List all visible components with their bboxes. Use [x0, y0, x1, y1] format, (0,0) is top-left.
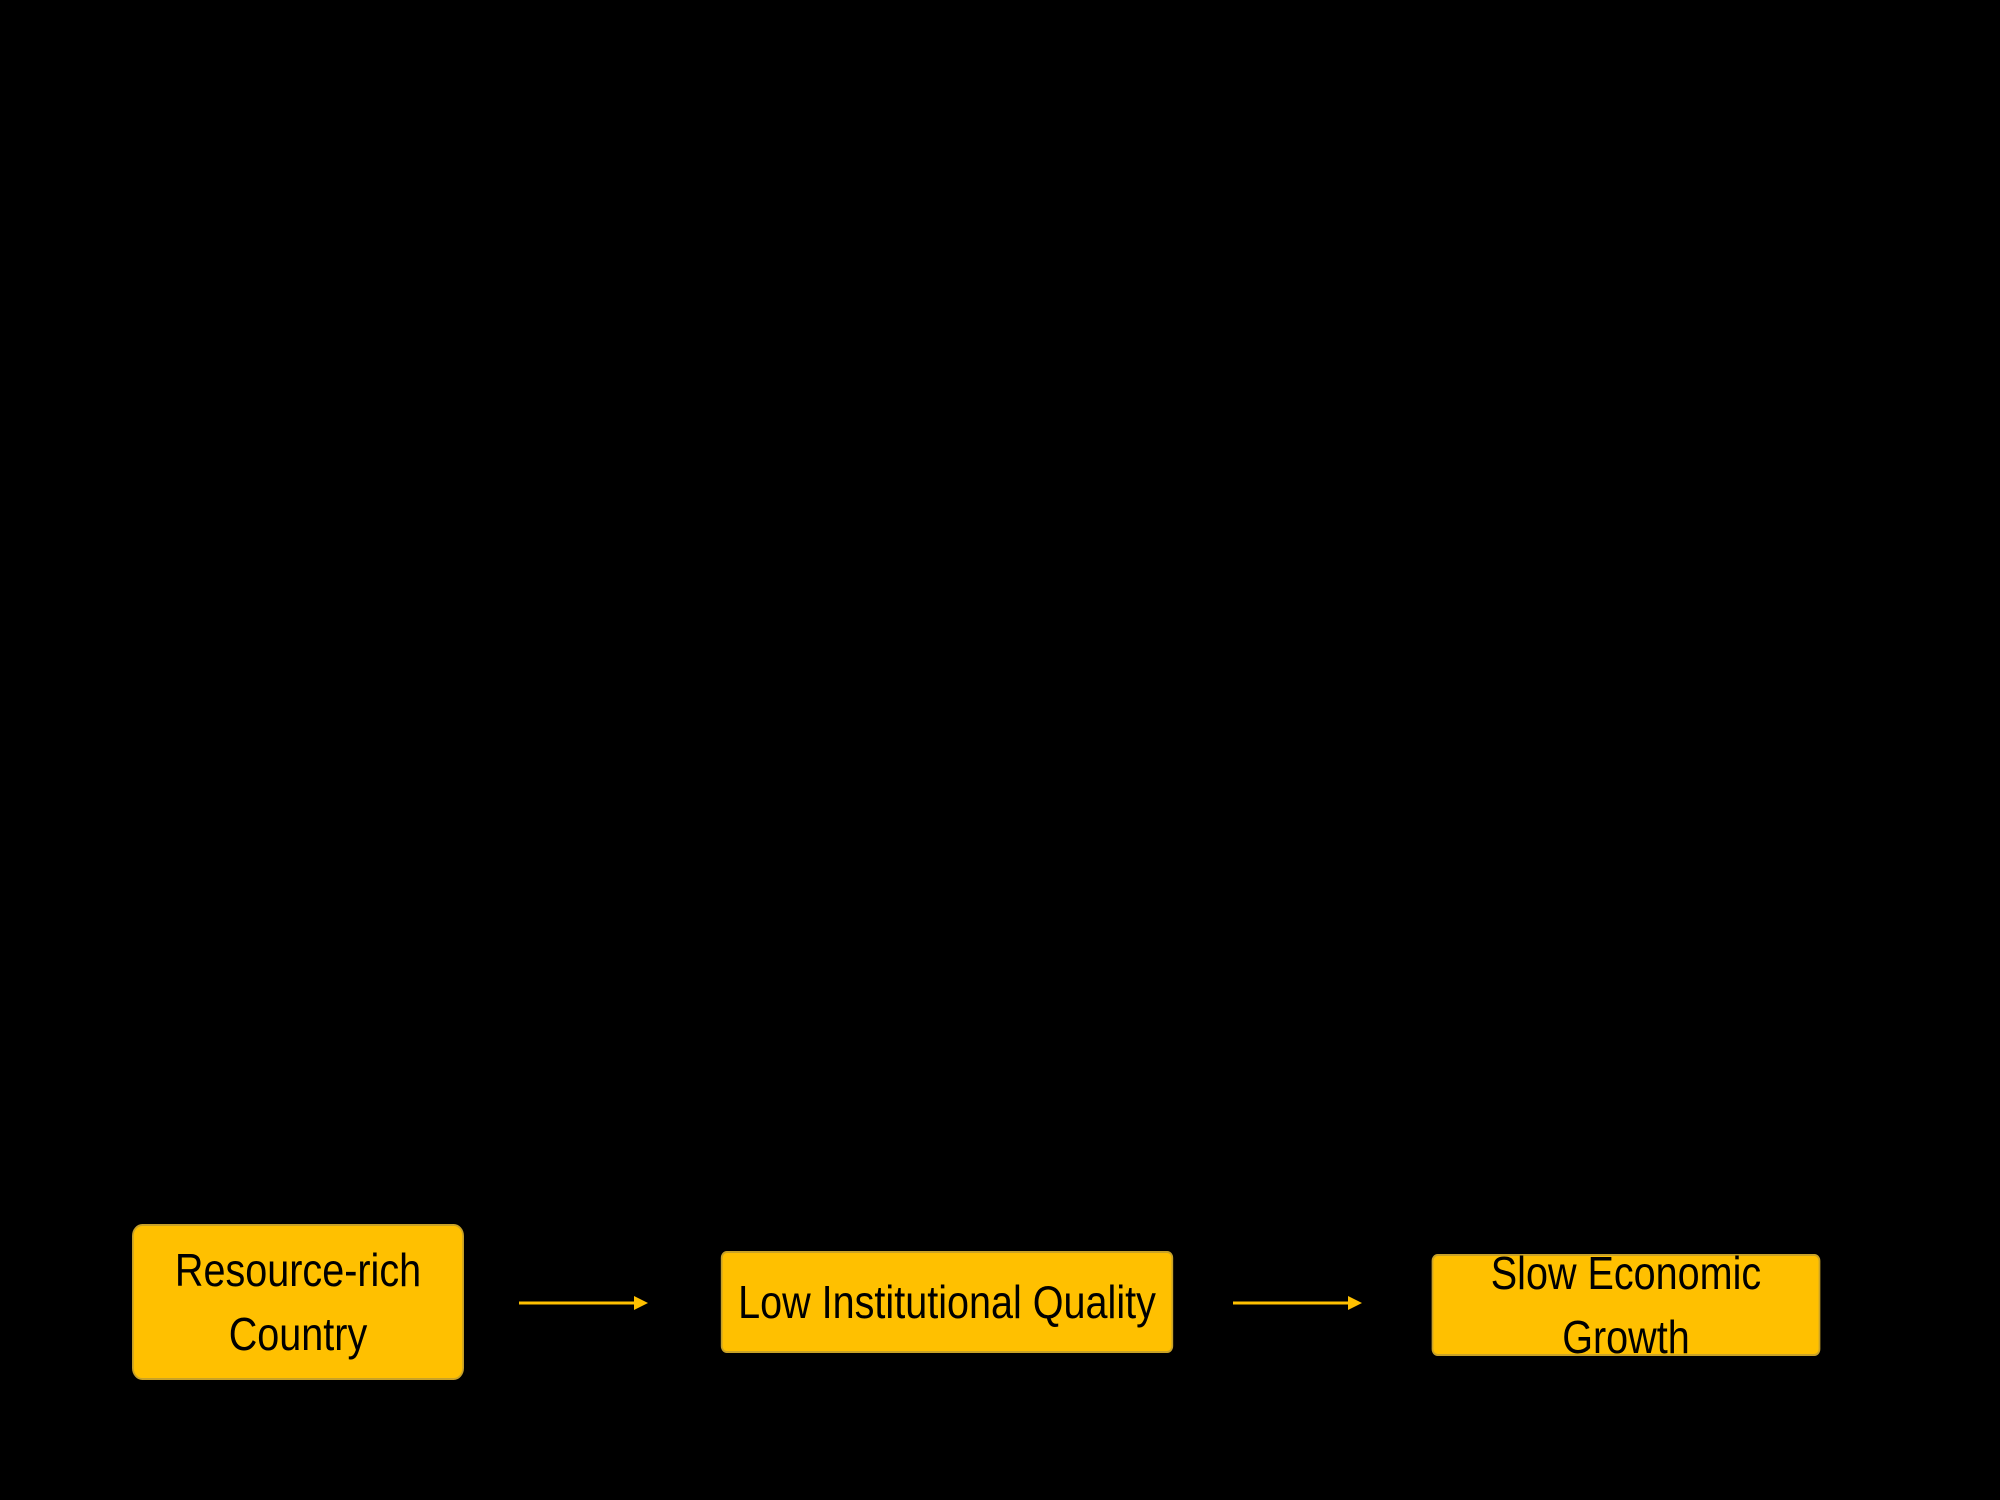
- node-low-institutional-quality: Low Institutional Quality: [720, 1251, 1174, 1353]
- arrow-institutions-to-growth: [1233, 1296, 1362, 1310]
- node-slow-economic-growth: Slow Economic Growth: [1431, 1247, 1821, 1363]
- node-resource-rich-country: Resource-rich Country: [132, 1224, 464, 1380]
- node-label-line: Resource-rich: [174, 1243, 422, 1296]
- node-label-line: Country: [228, 1308, 368, 1360]
- arrow-head: [1348, 1296, 1362, 1310]
- arrow-head: [634, 1296, 648, 1310]
- node-label-line: Low Institutional Quality: [738, 1275, 1156, 1328]
- arrow-resource-to-institutions: [519, 1296, 648, 1310]
- node-label-line: Slow Economic Growth: [1490, 1246, 1762, 1363]
